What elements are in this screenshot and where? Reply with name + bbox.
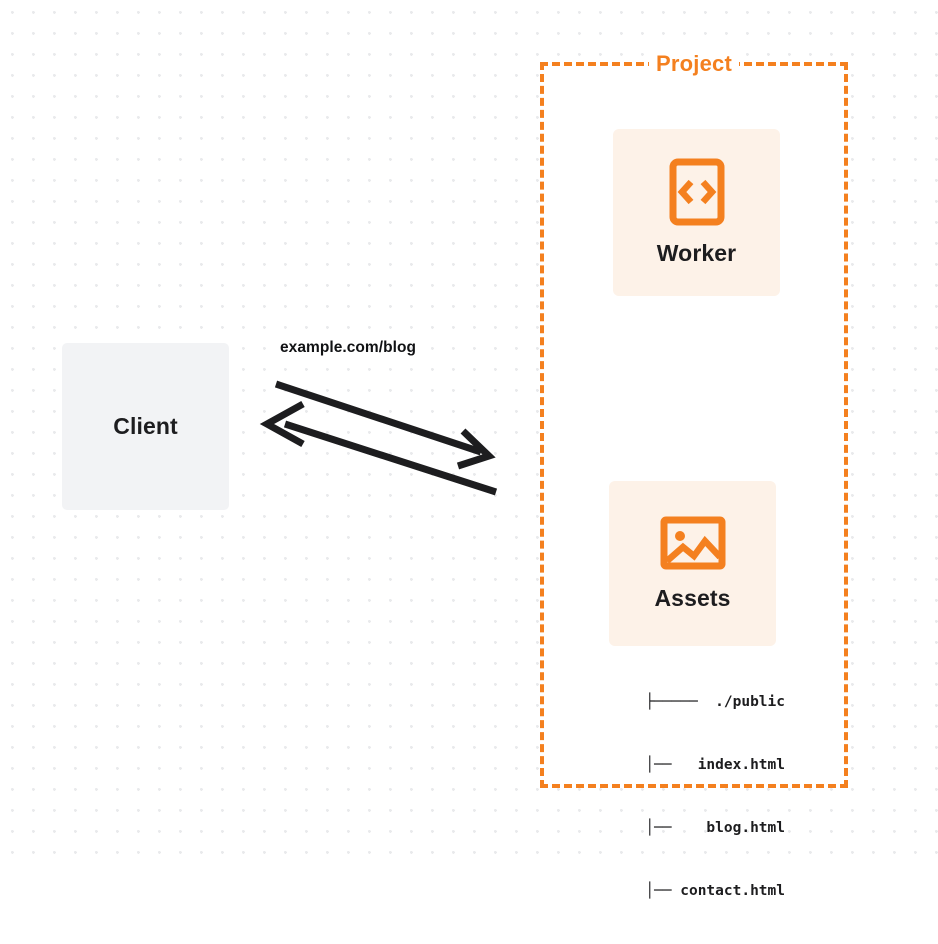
service-card-worker[interactable]: Worker [613,129,780,296]
file-tree-row: ├───── ./public [645,694,785,710]
client-label: Client [113,413,178,439]
project-title: Project [649,51,739,77]
client-node[interactable]: Client [62,343,229,510]
image-icon [660,516,725,570]
diagram-canvas: Client example.com/blog Project Worker [0,0,938,899]
service-card-assets[interactable]: Assets [609,481,776,646]
service-name-assets: Assets [654,585,731,611]
file-tree-row: │── blog.html [627,820,785,836]
connection-label: example.com/blog [280,339,417,356]
file-tree-row: │── index.html [627,757,785,773]
response-arrow [259,400,498,496]
code-brackets-icon [669,158,724,226]
request-arrow [274,380,496,470]
file-tree-row: │── contact.html [627,883,785,899]
service-name-worker: Worker [656,240,737,266]
assets-file-tree: ├───── ./public │── index.html │── blog.… [560,650,785,944]
